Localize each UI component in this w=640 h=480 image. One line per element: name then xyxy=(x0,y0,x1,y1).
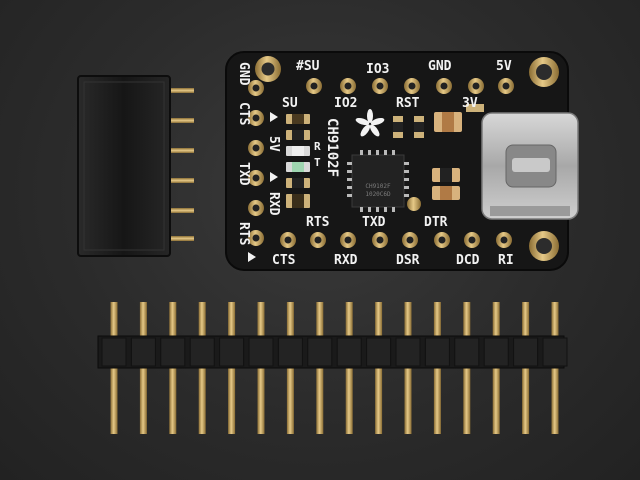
led-label-t: T xyxy=(314,156,321,169)
label-gnd-left: GND xyxy=(236,62,251,86)
test-point xyxy=(407,197,421,211)
chip-marking-line1: CH9102F xyxy=(365,183,391,190)
label-rst: RST xyxy=(396,96,420,111)
header-segment xyxy=(542,337,568,367)
label-rts-mid: RTS xyxy=(306,215,330,230)
header-segment xyxy=(454,337,480,367)
arrow-icon xyxy=(270,112,278,122)
arrow-icon xyxy=(248,252,256,262)
label-gnd-top: GND xyxy=(428,59,452,74)
label-3v: 3V xyxy=(462,96,478,111)
left-pad-column xyxy=(248,80,264,246)
label-cts-left: CTS xyxy=(236,102,251,126)
label-rxd-bottom: RXD xyxy=(334,253,358,268)
header-segment xyxy=(366,337,392,367)
label-5v-top: 5V xyxy=(496,59,512,74)
female-header xyxy=(77,75,194,257)
top-pad-row xyxy=(306,78,514,94)
silkscreen-top-labels: #SU IO3 GND 5V SU IO2 RST 3V xyxy=(282,59,512,111)
label-rxd-left: RXD xyxy=(266,192,281,216)
bottom-pad-row xyxy=(280,232,512,248)
adafruit-flower-logo xyxy=(355,109,385,137)
label-dsr: DSR xyxy=(396,253,420,268)
mounting-hole-top-right xyxy=(529,57,559,87)
label-su: SU xyxy=(282,96,298,111)
label-ri: RI xyxy=(498,253,514,268)
silkscreen-mid-labels: TXD DTR RTS xyxy=(306,215,448,230)
label-cts-bottom: CTS xyxy=(272,253,296,268)
label-io3: IO3 xyxy=(366,62,389,77)
header-segment xyxy=(277,337,303,367)
smd-components xyxy=(286,104,484,211)
header-segment xyxy=(219,337,245,367)
header-segment xyxy=(336,337,362,367)
pcb-board: CH9102F 1020C6D xyxy=(225,51,579,271)
label-su-bar: #SU xyxy=(296,59,320,74)
label-dtr: DTR xyxy=(424,215,448,230)
silkscreen-bottom-labels: CTS RXD DSR DCD RI xyxy=(272,253,514,268)
label-5v-left: 5V xyxy=(266,136,281,152)
header-segment xyxy=(160,337,186,367)
arrow-icon xyxy=(270,172,278,182)
header-segment xyxy=(130,337,156,367)
label-io2: IO2 xyxy=(334,96,357,111)
mounting-hole-bottom-right xyxy=(529,231,559,261)
usb-c-connector xyxy=(481,112,579,220)
male-pin-header xyxy=(97,302,568,434)
female-header-body xyxy=(77,75,171,257)
ch9102f-chip: CH9102F 1020C6D xyxy=(347,150,409,212)
silkscreen-left-labels: GND CTS 5V TXD RXD RTS xyxy=(236,62,281,262)
label-rts-left: RTS xyxy=(236,222,251,246)
header-segment xyxy=(483,337,509,367)
header-segment xyxy=(248,337,274,367)
label-txd-mid: TXD xyxy=(362,215,386,230)
mounting-hole-top-left xyxy=(255,56,281,82)
led-label-r: R xyxy=(314,140,321,153)
female-header-pins xyxy=(160,88,194,241)
chip-marking-line2: 1020C6D xyxy=(365,191,391,198)
header-segment xyxy=(395,337,421,367)
label-txd-left: TXD xyxy=(236,162,251,186)
header-segment xyxy=(307,337,333,367)
chip-name-label: CH9102F xyxy=(324,118,340,177)
header-segment xyxy=(424,337,450,367)
label-dcd: DCD xyxy=(456,253,480,268)
header-segment xyxy=(189,337,215,367)
header-segment xyxy=(101,337,127,367)
header-segment xyxy=(513,337,539,367)
